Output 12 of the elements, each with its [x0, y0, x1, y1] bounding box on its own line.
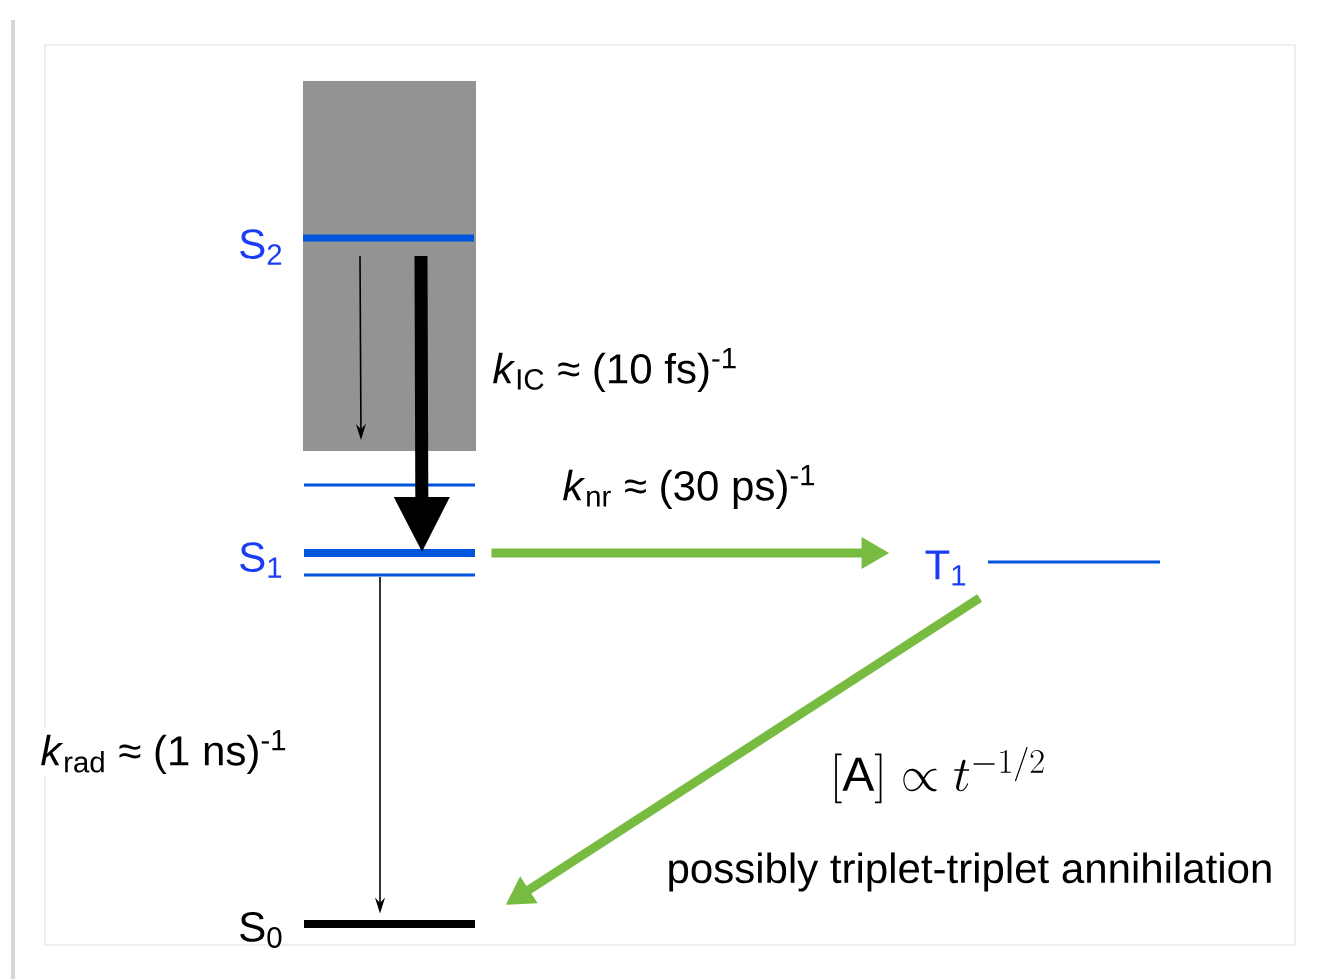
edge-label: k$_{nr}$ ≈ (30 ps)$^{-1}$ [560, 463, 819, 511]
energy-level-line [988, 560, 1160, 564]
energy-level-line [304, 483, 475, 487]
level-label: S$_{0}$ [240, 912, 282, 948]
level-label: S$_{2}$ [240, 229, 282, 265]
band-box [303, 81, 476, 451]
edge-label: k$_{IC}$ ≈ (10 fs)$^{-1}$ [490, 346, 741, 394]
note-text: possibly triplet-triplet annihilation [669, 852, 1271, 892]
edge-label: k$_{rad}$ ≈ (1 ns)$^{-1}$ [38, 728, 290, 776]
formula-label: $[\mathrm{A}]\propto t^{-1/2}$ [835, 746, 1044, 804]
level-label: T$_{1}$ [925, 550, 966, 586]
level-label: S$_{1}$ [240, 542, 282, 578]
